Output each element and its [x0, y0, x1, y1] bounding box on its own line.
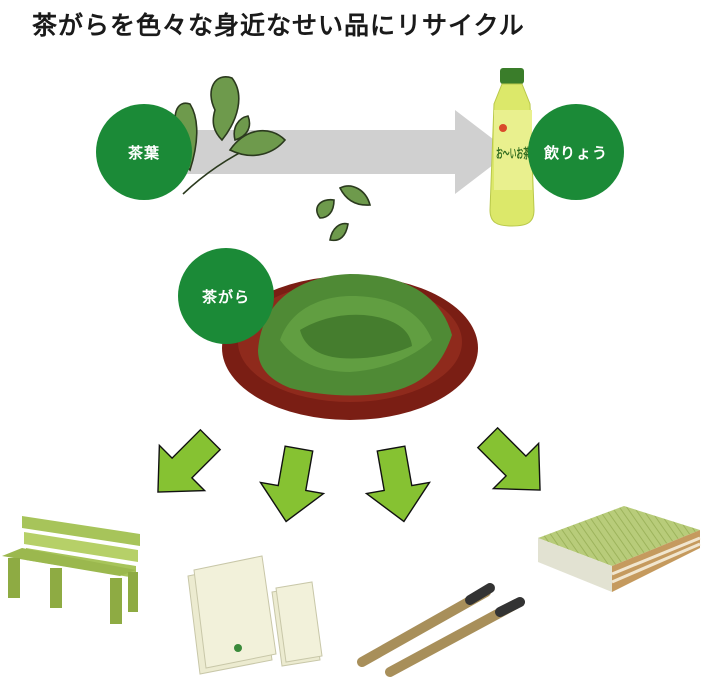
pen-icon — [357, 583, 525, 677]
down-arrow-center-left — [259, 445, 326, 523]
down-arrow-left — [157, 428, 222, 493]
label-tea-leaves-text: 茶葉 — [127, 143, 160, 162]
tea-bottle-icon: お〜いお茶 — [489, 68, 535, 227]
label-drink: 飲りょう — [528, 104, 624, 200]
label-tea-grounds-text: 茶がら — [201, 287, 250, 306]
tea-plate-icon — [222, 274, 478, 420]
bottle-label: お〜いお茶 — [496, 146, 531, 162]
label-tea-grounds: 茶がら — [178, 248, 274, 344]
flow-arrow — [160, 110, 510, 194]
tatami-icon — [538, 506, 701, 592]
tea-leaf-icon — [174, 76, 372, 242]
bench-icon — [2, 516, 140, 624]
envelope-icon — [187, 555, 323, 675]
label-tea-leaves: 茶葉 — [96, 104, 192, 200]
label-drink-text: 飲りょう — [543, 143, 608, 162]
down-arrow-right — [476, 426, 541, 491]
page-title: 茶がらを色々な身近なせい品にリサイクル — [32, 11, 525, 40]
down-arrow-center-right — [364, 445, 431, 523]
